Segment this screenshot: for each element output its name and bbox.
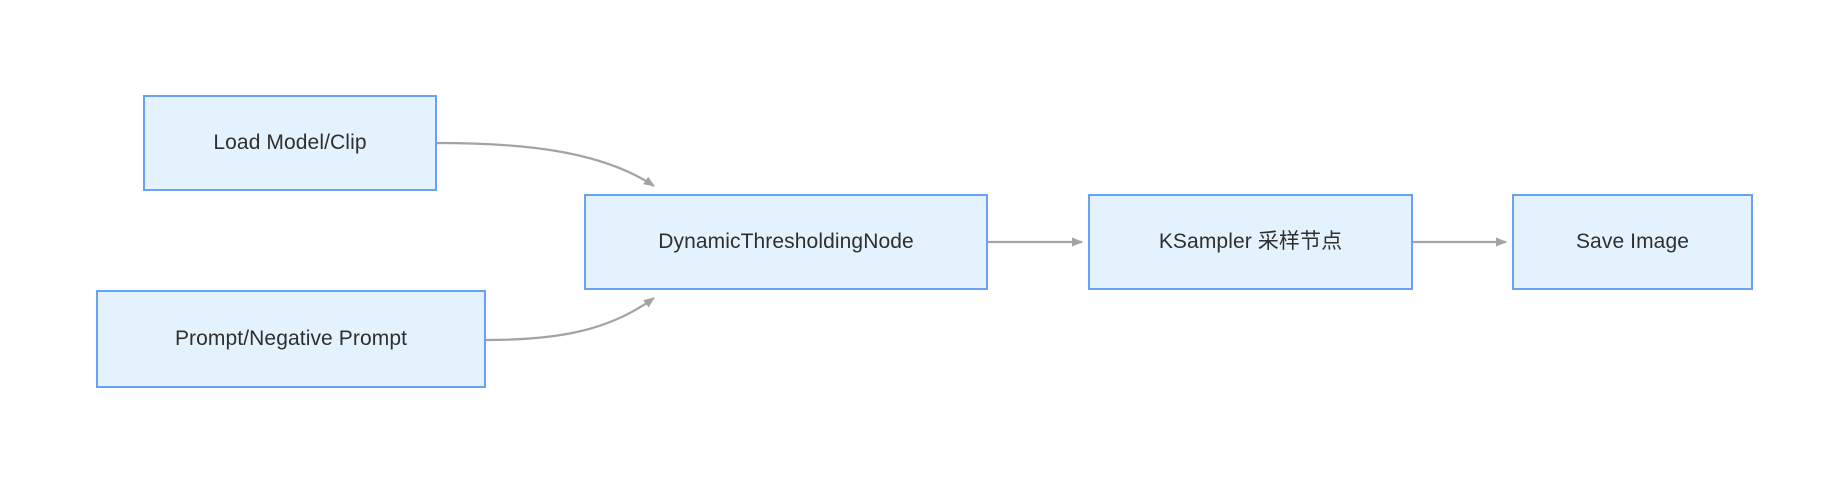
edge-prompt-to-dynamic-thresholding xyxy=(485,297,655,342)
node-label: Save Image xyxy=(1575,229,1690,253)
node-ksampler[interactable]: KSampler 采样节点 xyxy=(1088,194,1413,290)
node-label: DynamicThresholdingNode xyxy=(658,229,914,253)
node-dynamic-thresholding-node[interactable]: DynamicThresholdingNode xyxy=(584,194,988,290)
node-save-image[interactable]: Save Image xyxy=(1512,194,1753,290)
node-load-model-clip[interactable]: Load Model/Clip xyxy=(143,95,437,191)
node-label: Prompt/Negative Prompt xyxy=(174,326,408,350)
node-label: KSampler 采样节点 xyxy=(1158,229,1343,253)
edge-load-model-to-dynamic-thresholding xyxy=(436,141,655,187)
node-label: Load Model/Clip xyxy=(213,130,367,154)
node-prompt-negative-prompt[interactable]: Prompt/Negative Prompt xyxy=(96,290,486,388)
